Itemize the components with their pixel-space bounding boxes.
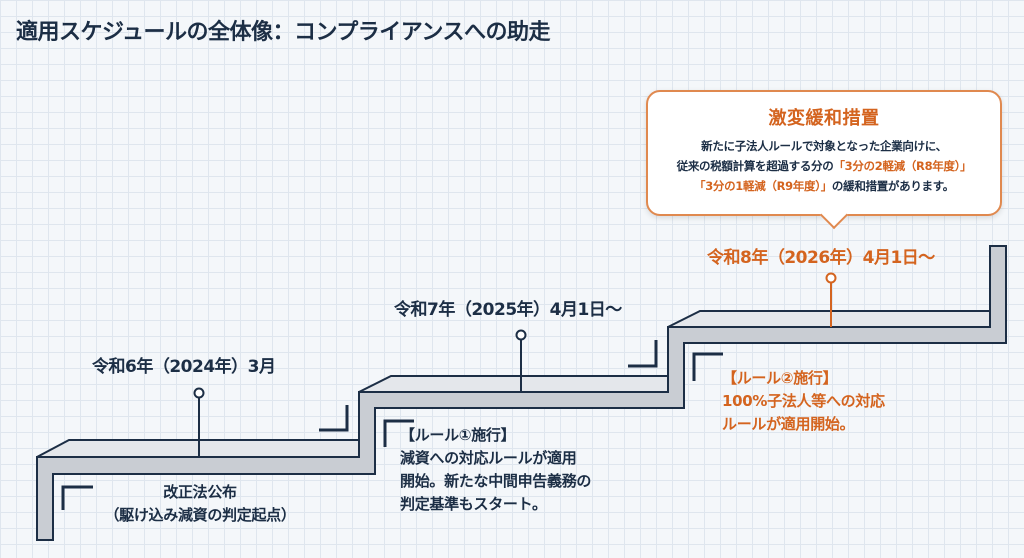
milestone-date-2024: 令和6年（2024年）3月 — [92, 357, 276, 377]
step3-top — [667, 310, 991, 328]
callout-text: の緩和措置があります。 — [831, 179, 954, 193]
milestone-description-2025: 【ルール①施行】 減資への対応ルールが適用 開始。新たな中間申告義務の 判定基準… — [400, 424, 591, 516]
bracket-corner-1 — [61, 485, 93, 510]
bracket-corner-4 — [628, 340, 658, 368]
description-line: 判定基準もスタート。 — [400, 495, 547, 513]
callout-body: 新たに子法人ルールで対象となった企業向けに、 従来の税額計算を超過する分の「3分… — [648, 136, 1000, 196]
bracket-corner-2 — [319, 405, 349, 432]
description-line: （駆け込み減資の判定起点） — [104, 506, 296, 524]
callout-highlight-r8: 「3分の2軽減（R8年度）」 — [833, 159, 972, 173]
bracket-corner-5 — [692, 352, 723, 381]
callout-line: 新たに子法人ルールで対象となった企業向けに、 — [701, 139, 947, 153]
callout-title: 激変緩和措置 — [768, 108, 880, 129]
pin-marker-2024 — [193, 387, 205, 399]
milestone-description-2026: 【ルール②施行】 100%子法人等への対応 ルールが適用開始。 — [722, 367, 885, 436]
pin-marker-2026 — [825, 272, 837, 284]
transition-relief-callout: 激変緩和措置 新たに子法人ルールで対象となった企業向けに、 従来の税額計算を超過… — [646, 90, 1002, 216]
rule-heading: 【ルール①施行】 — [400, 426, 516, 444]
callout-highlight-r9: 「3分の1軽減（R9年度）」 — [694, 179, 832, 193]
bracket-corner-3 — [383, 419, 414, 447]
callout-text: 従来の税額計算を超過する分の — [676, 159, 834, 173]
rule-heading: 【ルール②施行】 — [722, 369, 838, 387]
milestone-description-2024: 改正法公布 （駆け込み減資の判定起点） — [80, 481, 320, 527]
page-title: 適用スケジュールの全体像：コンプライアンスへの助走 — [16, 20, 550, 45]
description-line: ルールが適用開始。 — [722, 415, 855, 433]
description-line: 100%子法人等への対応 — [722, 392, 885, 410]
milestone-date-2025: 令和7年（2025年）4月1日～ — [394, 300, 622, 320]
pin-marker-2025 — [515, 329, 527, 341]
step2-top — [358, 375, 669, 393]
description-line: 開始。新たな中間申告義務の — [400, 472, 592, 490]
description-line: 改正法公布 — [163, 483, 237, 501]
description-line: 減資への対応ルールが適用 — [400, 449, 577, 467]
milestone-date-2026: 令和8年（2026年）4月1日～ — [707, 248, 935, 268]
callout-line: 「3分の1軽減（R9年度）」の緩和措置があります。 — [648, 176, 1000, 196]
callout-line: 従来の税額計算を超過する分の「3分の2軽減（R8年度）」 — [648, 156, 1000, 176]
